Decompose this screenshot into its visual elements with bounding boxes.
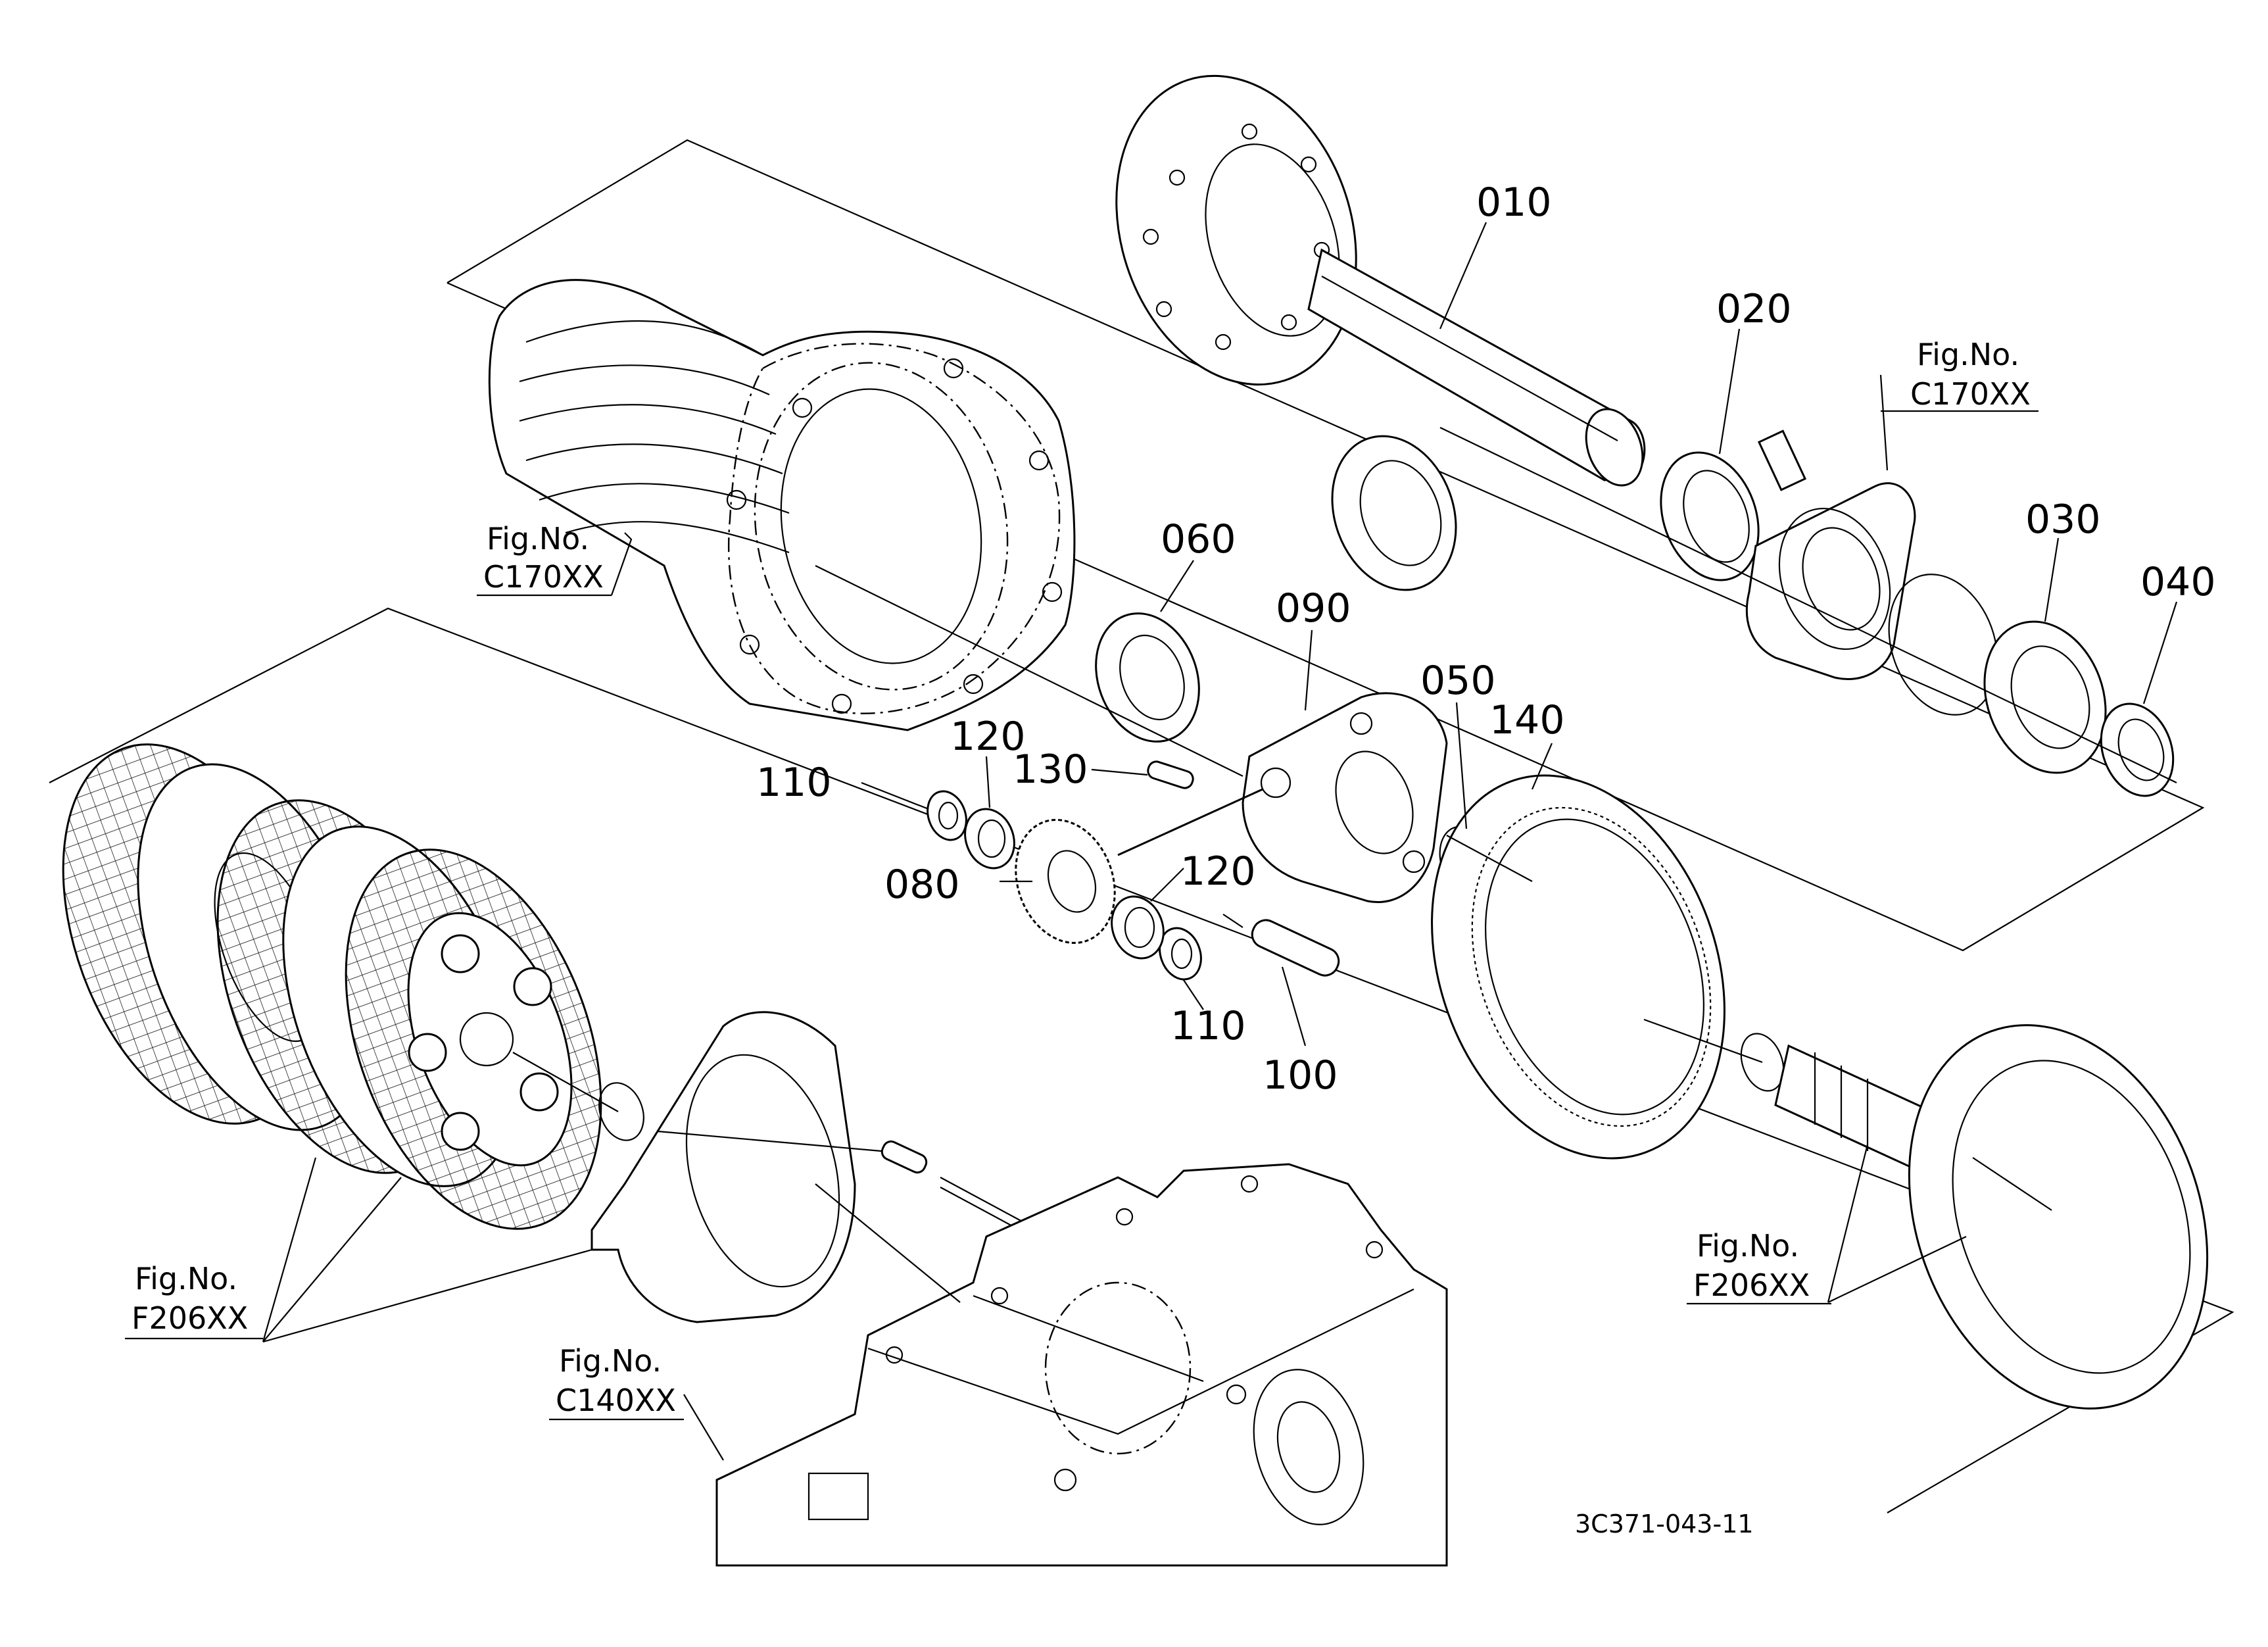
center-lines [512, 427, 2177, 1303]
label-120a: 120 [950, 714, 1026, 760]
brake-cover-part [591, 1011, 856, 1323]
fig-ref-c170-left-line2: C170XX [483, 559, 604, 595]
label-120b: 120 [1180, 848, 1256, 895]
bearing-cover-part [1745, 430, 1916, 681]
fig-ref-c170-left: Fig.No. C170XX [477, 521, 612, 597]
planet-shaft-part-100 [1251, 919, 1340, 977]
bearing-part-030 [1983, 620, 2107, 774]
label-050: 050 [1420, 658, 1496, 704]
rear-axle-case-part [488, 279, 1076, 731]
thrust-washer-part-110a [927, 790, 967, 841]
label-100: 100 [1263, 1052, 1338, 1098]
fig-ref-c170-right-line1: Fig.No. [1917, 337, 2019, 372]
fig-ref-f206-left-line1: Fig.No. [135, 1261, 237, 1296]
fig-ref-f206-right: Fig.No. F206XX [1687, 1228, 1831, 1305]
leader-lines [262, 222, 2178, 1461]
label-040: 040 [2140, 559, 2216, 605]
fig-ref-c140: Fig.No. C140XX [549, 1343, 684, 1421]
fig-ref-c170-left-line1: Fig.No. [487, 521, 589, 556]
drawing-code: 3C371-043-11 [1575, 1510, 1754, 1538]
label-110a: 110 [756, 760, 832, 806]
circlip-part-left [598, 1082, 644, 1141]
label-020: 020 [1716, 286, 1792, 332]
label-060: 060 [1161, 516, 1236, 562]
fig-ref-c170-right-line2: C170XX [1910, 376, 2031, 412]
fig-ref-f206-right-line2: F206XX [1693, 1267, 1810, 1303]
ring-gear-part-140 [1431, 774, 1725, 1160]
dowel-pin-part [881, 1140, 1026, 1234]
label-110b: 110 [1170, 1003, 1246, 1049]
fig-ref-c140-line1: Fig.No. [559, 1343, 662, 1379]
thrust-washer-part-110b [1159, 927, 1202, 981]
pin-part-130 [1147, 760, 1194, 789]
label-010: 010 [1476, 180, 1552, 226]
o-ring-part [1888, 574, 1998, 716]
brake-plate-part-right [1908, 1024, 2209, 1410]
fig-ref-f206-left: Fig.No. F206XX [125, 1261, 263, 1340]
bearing-part-060 [1095, 612, 1200, 743]
figure-references: Fig.No. C170XX Fig.No. C170XX Fig.No. F2… [125, 337, 2039, 1421]
fig-ref-c140-line2: C140XX [556, 1383, 676, 1418]
transmission-case-part [715, 1163, 1448, 1567]
label-030: 030 [2025, 497, 2101, 543]
needle-bearing-part-120a [964, 808, 1015, 870]
label-130: 130 [1013, 747, 1088, 793]
fig-ref-c170-right: Fig.No. C170XX [1881, 337, 2039, 412]
axle-shaft-part-010 [1115, 74, 1646, 487]
label-080: 080 [884, 862, 960, 908]
label-140: 140 [1489, 697, 1565, 743]
part-labels: 010 020 030 040 050 060 080 090 100 110 … [756, 180, 2216, 1098]
planet-carrier-part-090 [1242, 692, 1448, 903]
friction-disc-part-3 [345, 848, 602, 1230]
oil-seal-part-020 [1660, 451, 1760, 581]
needle-bearing-part-120b [1111, 895, 1165, 960]
label-090: 090 [1276, 585, 1351, 631]
bearing-part [1331, 435, 1457, 591]
fig-ref-f206-right-line1: Fig.No. [1697, 1228, 1799, 1264]
upper-assembly-frame [446, 139, 2205, 952]
planet-gear-part-080 [1015, 788, 1263, 945]
fig-ref-f206-left-line2: F206XX [132, 1300, 248, 1336]
